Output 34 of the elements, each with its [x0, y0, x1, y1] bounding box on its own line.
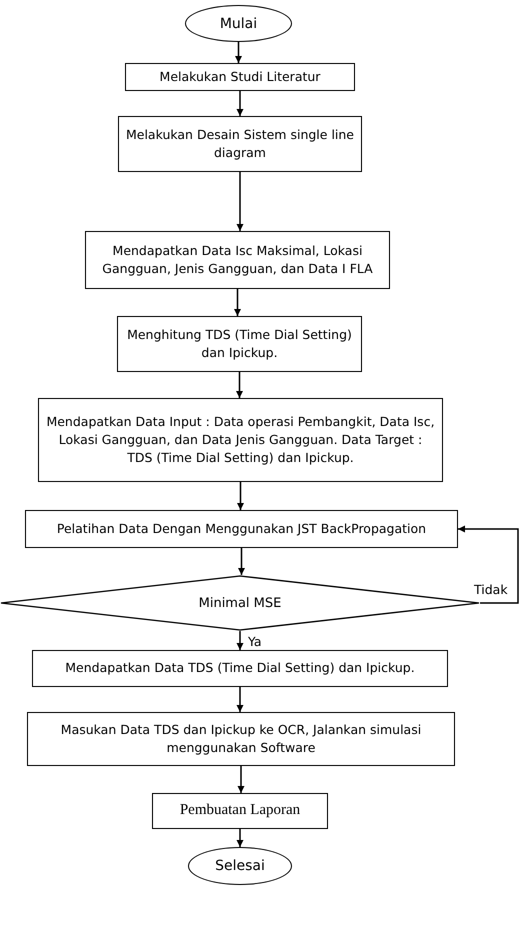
process-box — [38, 398, 443, 482]
step-text: Pembuatan Laporan — [180, 801, 300, 820]
step-text: Menghitung TDS (Time Dial Setting) dan Ipickup. — [126, 326, 353, 362]
process-box — [25, 510, 458, 548]
edge-label: Tidak — [472, 582, 510, 597]
arrow — [235, 42, 242, 63]
process-box — [117, 316, 362, 372]
process-box — [85, 231, 390, 289]
arrow — [237, 482, 244, 510]
process-box — [125, 63, 355, 91]
process-box — [152, 793, 328, 829]
step-text: Masukan Data TDS dan Ipickup ke OCR, Jalankan simulasi menggunakan Software — [60, 720, 422, 757]
arrow — [234, 289, 241, 316]
step-text: Mendapatkan Data Input : Data operasi Pembangkit, Data Isc, Lokasi Gangguan, dan Data Jenis Gangguan. Data Target : TDS (Time Dial Setting) dan Ipickup. — [45, 412, 436, 468]
step-text: Mendapatkan Data TDS (Time Dial Setting) dan Ipickup. — [65, 659, 415, 678]
arrow — [238, 548, 245, 575]
arrow — [236, 829, 244, 847]
arrow — [236, 687, 244, 712]
step-text: Melakukan Desain Sistem single line diagram — [125, 126, 355, 162]
process-box — [32, 650, 448, 687]
arrow — [236, 91, 244, 116]
arrow — [236, 372, 243, 398]
arrow — [458, 526, 519, 604]
decision-text: Minimal MSE — [198, 596, 282, 610]
terminal-text: Selesai — [215, 858, 265, 874]
step-text: Melakukan Studi Literatur — [160, 68, 320, 86]
terminal-text: Mulai — [220, 16, 258, 32]
step-text: Pelatihan Data Dengan Menggunakan JST BackPropagation — [56, 520, 426, 538]
process-box — [27, 712, 455, 766]
arrow — [236, 631, 244, 650]
arrow — [238, 766, 244, 793]
arrow — [236, 172, 244, 231]
step-text: Mendapatkan Data Isc Maksimal, Lokasi Gangguan, Jenis Gangguan, dan Data I FLA — [101, 242, 374, 278]
process-box — [118, 116, 362, 172]
